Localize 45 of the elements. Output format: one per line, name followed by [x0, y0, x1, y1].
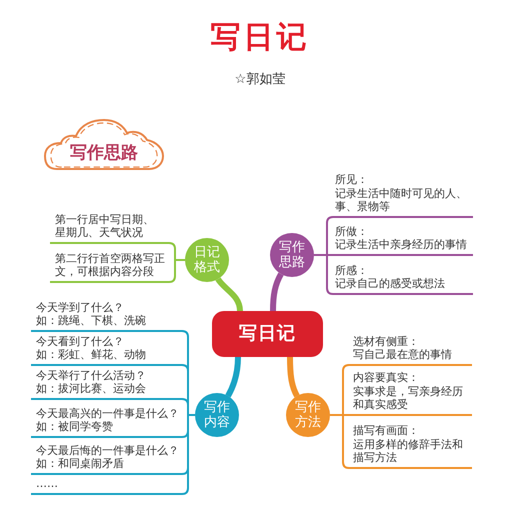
branch-label: 写作思路	[279, 240, 305, 270]
branch-label: 日记格式	[194, 245, 220, 275]
cloud-badge	[43, 118, 165, 172]
central-topic-label: 写日记	[239, 323, 296, 345]
item-text: 第一行居中写日期、星期几、天气状况	[55, 212, 155, 240]
branch-label: 写作方法	[295, 400, 321, 430]
item-heading: 选材有侧重：	[353, 334, 420, 348]
question-text: 今天最高兴的一件事是什么？	[36, 406, 180, 420]
example-text: 如：被同学夸赞	[36, 420, 114, 434]
question-text: 今天看到了什么？	[36, 334, 125, 348]
title: 写日记	[210, 20, 310, 56]
ellipsis-text: ……	[36, 477, 59, 491]
branch-connector	[225, 356, 241, 398]
underlined-item	[349, 333, 472, 366]
author-byline: ☆郭如莹	[234, 72, 286, 88]
item-detail: 实事求是，写亲身经历和真实感受	[353, 384, 464, 412]
question-text: 今天学到了什么？	[36, 300, 125, 314]
underlined-item	[50, 211, 169, 244]
item-detail: 记录自己的感受或想法	[335, 277, 446, 291]
item-detail: 记录生活中亲身经历的事情	[335, 238, 468, 252]
branch-circle	[270, 233, 314, 277]
item-heading: 描写有画面：	[353, 424, 419, 438]
branch-circle	[185, 238, 229, 282]
branch-connector	[287, 356, 300, 398]
branch-circle	[286, 393, 330, 437]
question-text: 今天最后悔的一件事是什么？	[36, 444, 180, 458]
branch-connector	[270, 272, 284, 312]
branch-circle	[195, 393, 239, 437]
example-text: 如：彩虹、鲜花、动物	[36, 348, 147, 362]
central-topic-box	[212, 311, 323, 357]
branch-connector	[216, 277, 243, 312]
item-detail: 记录生活中随时可见的人、事、景物等	[335, 186, 468, 214]
example-text: 如：跳绳、下棋、洗碗	[36, 314, 147, 328]
branch-label: 写作内容	[204, 400, 230, 430]
item-heading: 所感：	[335, 264, 369, 278]
question-text: 今天举行了什么活动？	[36, 368, 147, 382]
item-detail: 写自己最在意的事情	[353, 348, 453, 362]
item-heading: 所见：	[335, 172, 369, 186]
item-heading: 内容要真实：	[353, 370, 420, 384]
item-text: 第二行行首空两格写正文，可根据内容分段	[55, 252, 166, 279]
item-heading: 所做：	[335, 224, 369, 238]
badge-title: 写作思路	[70, 143, 138, 163]
example-text: 如：和同桌闹矛盾	[36, 457, 125, 471]
item-detail: 运用多样的修辞手法和描写方法	[353, 438, 464, 465]
example-text: 如：拔河比赛、运动会	[36, 382, 147, 396]
